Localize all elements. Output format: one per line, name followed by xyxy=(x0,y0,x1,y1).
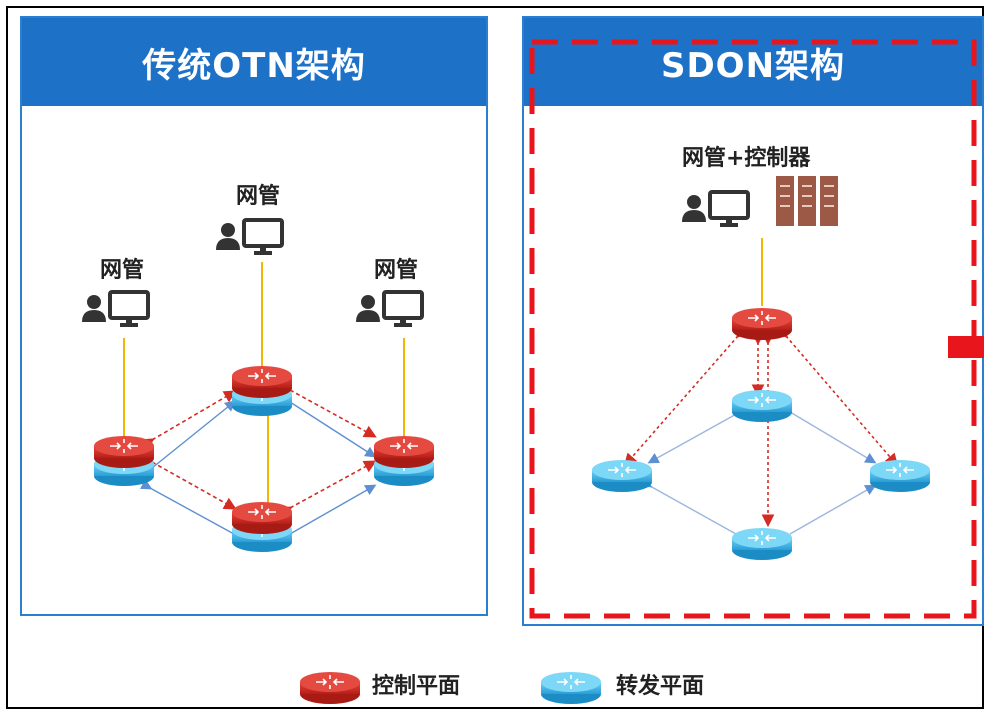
sdon-network xyxy=(591,176,931,561)
mgmt-label-right: 网管 xyxy=(374,258,419,283)
sdon-highlight-box xyxy=(529,39,977,619)
user-computer-icon xyxy=(680,190,750,229)
control-plane-label: 控制平面 xyxy=(372,674,461,699)
user-computer-icon xyxy=(354,290,424,329)
forward-plane-label: 转发平面 xyxy=(616,674,705,699)
sdon-router-right xyxy=(869,459,931,493)
user-computer-icon xyxy=(214,218,284,257)
control-plane-legend-icon xyxy=(299,671,361,705)
sdon-mgmt-controller-label: 网管+控制器 xyxy=(682,146,811,171)
highlight-marker xyxy=(948,336,984,358)
mgmt-label-left: 网管 xyxy=(100,258,145,283)
otn-router-top xyxy=(231,365,293,417)
otn-router-right xyxy=(373,435,435,487)
mgmt-label-top: 网管 xyxy=(236,184,281,209)
server-rack-icon xyxy=(776,176,838,226)
forward-plane-legend-icon xyxy=(540,671,602,705)
otn-router-left xyxy=(93,435,155,487)
otn-router-bottom xyxy=(231,501,293,553)
user-computer-icon xyxy=(80,290,150,329)
sdon-router-top xyxy=(731,389,793,423)
sdon-router-bottom xyxy=(731,527,793,561)
sdon-panel-title: SDON架构 xyxy=(524,18,982,106)
sdon-controller-router xyxy=(731,307,793,341)
otn-panel-title: 传统OTN架构 xyxy=(22,18,486,106)
otn-network xyxy=(80,218,435,553)
sdon-router-left xyxy=(591,459,653,493)
